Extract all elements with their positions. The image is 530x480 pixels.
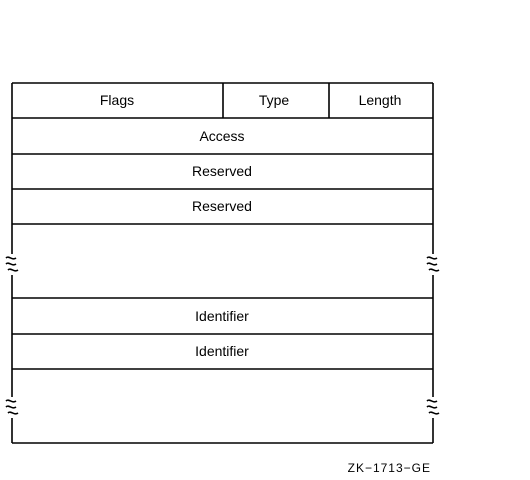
field-reserved-1: Reserved	[192, 163, 252, 179]
field-length: Length	[359, 92, 402, 108]
break-icon-left-upper	[5, 256, 19, 272]
break-icon-left-lower	[5, 399, 19, 415]
field-identifier-2: Identifier	[195, 343, 249, 359]
field-flags: Flags	[100, 92, 134, 108]
field-type: Type	[259, 92, 290, 108]
break-icon-right-upper	[426, 256, 440, 272]
break-icon-right-lower	[426, 399, 440, 415]
field-reserved-2: Reserved	[192, 198, 252, 214]
field-access: Access	[199, 128, 244, 144]
field-identifier-1: Identifier	[195, 308, 249, 324]
figure-id: ZK−1713−GE	[348, 461, 431, 475]
